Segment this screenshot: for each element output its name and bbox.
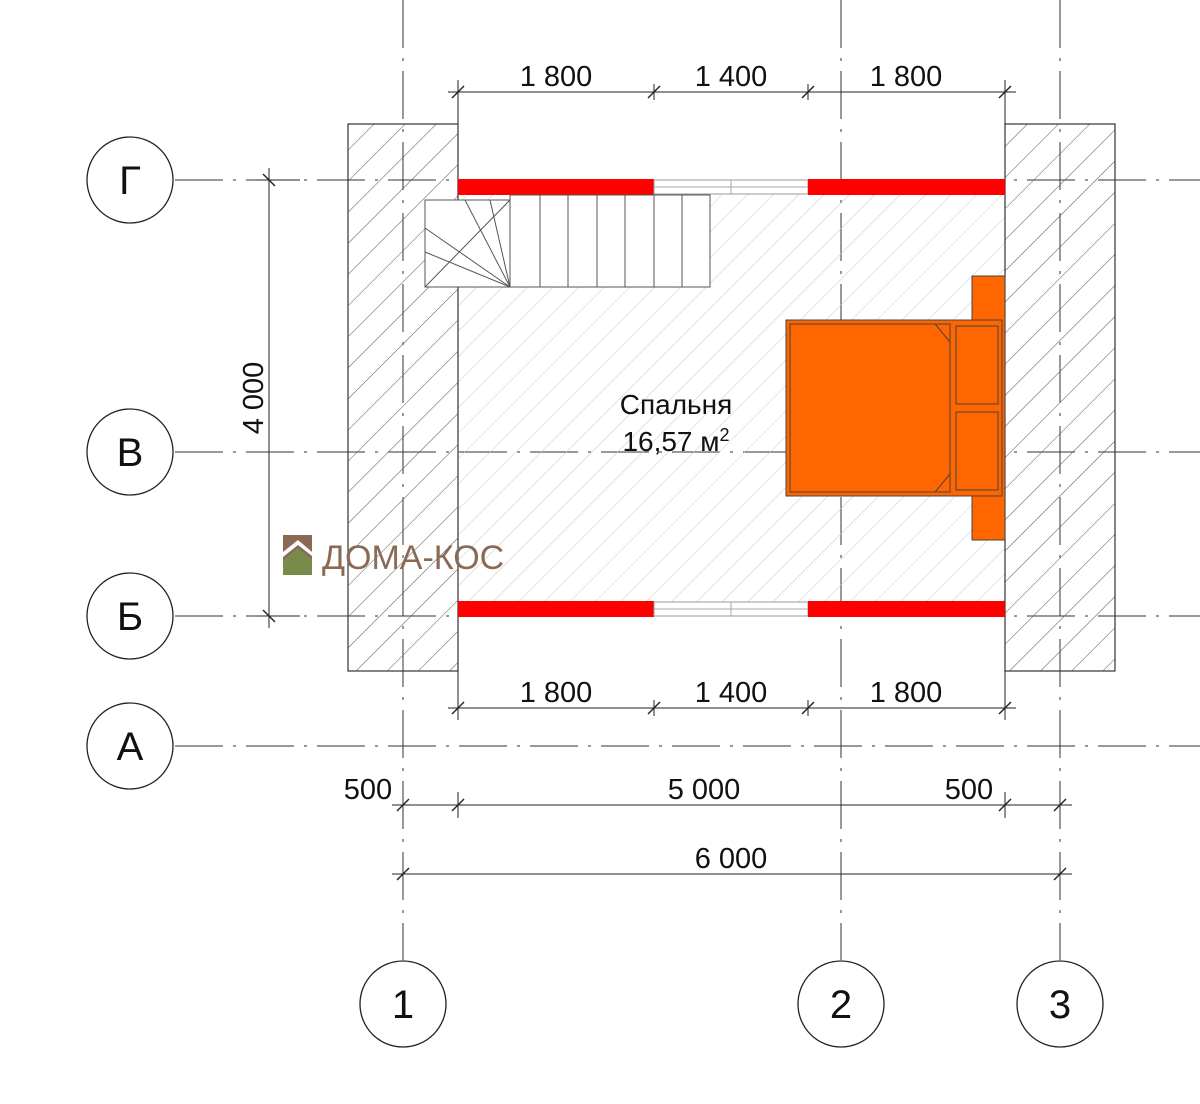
dim-top-3: 1 800 bbox=[870, 61, 943, 93]
dim-overall-left: 500 bbox=[344, 774, 392, 806]
axis-bubble-a bbox=[86, 702, 174, 790]
dim-top-1: 1 800 bbox=[520, 61, 593, 93]
axis-label-2: 2 bbox=[830, 983, 852, 1027]
axis-label-g: Г bbox=[119, 159, 141, 203]
bottom-wall-left bbox=[458, 601, 654, 617]
total-dimension: 6 000 bbox=[392, 843, 1072, 881]
axis-label-1: 1 bbox=[392, 983, 414, 1027]
axis-bubble-1 bbox=[359, 960, 447, 1048]
logo-text: ДОМА-КОС bbox=[322, 539, 504, 577]
right-wall bbox=[1004, 123, 1116, 672]
bed-pillow-bottom bbox=[955, 411, 999, 491]
logo-house-icon bbox=[283, 535, 312, 575]
room-name: Спальня bbox=[620, 389, 733, 420]
dim-overall-middle: 5 000 bbox=[668, 774, 741, 806]
overall-part-dimensions: 500 5 000 500 bbox=[344, 774, 1072, 818]
bottom-dimensions: 1 800 1 400 1 800 bbox=[448, 671, 1016, 720]
height-dimension: 4 000 bbox=[238, 168, 300, 628]
axis-bubble-v bbox=[86, 408, 174, 496]
bottom-wall-right bbox=[808, 601, 1005, 617]
bed-pillow-top bbox=[955, 325, 999, 405]
axis-label-b: Б bbox=[117, 595, 143, 639]
row-bubbles: Г В Б А bbox=[86, 136, 174, 790]
room-area: 16,57 м2 bbox=[622, 425, 729, 457]
dim-bottom-3: 1 800 bbox=[870, 677, 943, 709]
dim-bottom-2: 1 400 bbox=[695, 677, 768, 709]
axis-bubble-2 bbox=[797, 960, 885, 1048]
axis-label-a: А bbox=[117, 725, 144, 769]
bed bbox=[785, 275, 1006, 541]
dim-total: 6 000 bbox=[695, 843, 768, 875]
dim-top-2: 1 400 bbox=[695, 61, 768, 93]
top-dimensions: 1 800 1 400 1 800 bbox=[448, 61, 1016, 124]
axis-label-3: 3 bbox=[1049, 983, 1071, 1027]
column-bubbles: 1 2 3 bbox=[359, 960, 1104, 1048]
top-wall-right bbox=[808, 179, 1005, 195]
dim-bottom-1: 1 800 bbox=[520, 677, 593, 709]
dim-height: 4 000 bbox=[238, 362, 270, 435]
top-wall-left bbox=[458, 179, 654, 195]
stair-flight bbox=[509, 194, 711, 288]
staircase bbox=[424, 194, 711, 288]
logo: ДОМА-КОС bbox=[283, 535, 504, 577]
axis-bubble-b bbox=[86, 572, 174, 660]
axis-bubble-3 bbox=[1016, 960, 1104, 1048]
dim-overall-right: 500 bbox=[945, 774, 993, 806]
axis-bubble-g bbox=[86, 136, 174, 224]
bed-blanket bbox=[789, 323, 951, 493]
axis-label-v: В bbox=[117, 431, 144, 475]
